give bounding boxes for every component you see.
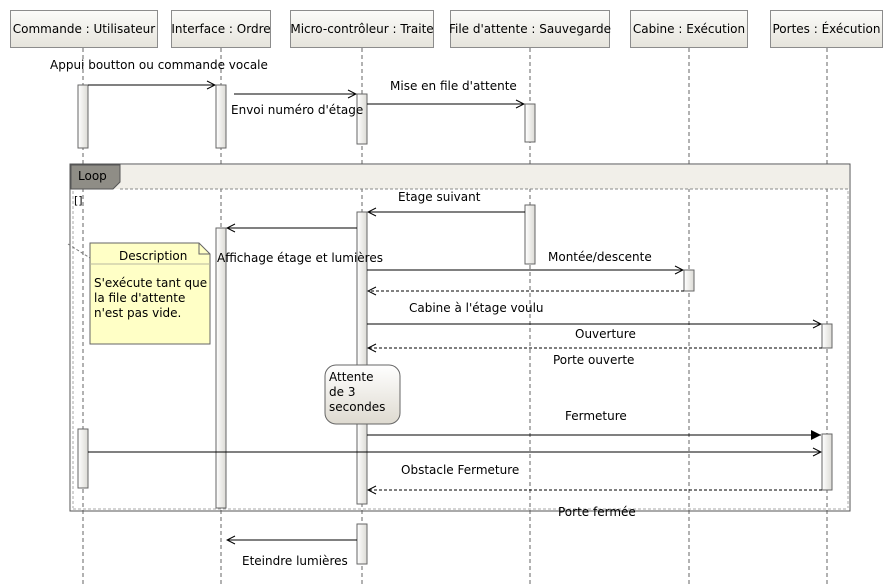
note-title: Description xyxy=(119,249,188,263)
lifeline-header-microcontroleur: Micro-contrôleur : Traite xyxy=(290,10,434,48)
msg-appui-label: Appui boutton ou commande vocale xyxy=(50,58,268,72)
msg-ouverture-label: Ouverture xyxy=(575,327,636,341)
activation-interface-1 xyxy=(215,84,227,149)
msg-fermeture-label: Fermeture xyxy=(565,409,627,423)
msg-cabine-retour-label: Cabine à l'étage voulu xyxy=(409,301,544,315)
msg-envoi-label: Envoi numéro d'étage xyxy=(231,103,364,117)
wait-action-box xyxy=(324,364,401,425)
loop-operator-label: Loop xyxy=(78,169,107,183)
activation-interface-2 xyxy=(215,227,227,509)
wait-action-line-3: secondes xyxy=(329,400,386,414)
lifeline-header-utilisateur: Commande : Utilisateur xyxy=(10,10,158,48)
activation-micro-3 xyxy=(356,523,368,565)
activation-micro-1 xyxy=(356,93,368,145)
note-shape xyxy=(89,242,211,345)
msg-obstacle-label: Obstacle Fermeture xyxy=(401,463,520,477)
msg-mise-label: Mise en file d'attente xyxy=(390,79,517,93)
msg-etage-suivant-label: Etage suivant xyxy=(398,190,481,204)
wait-action-line-1: Attente xyxy=(329,370,374,384)
note-line-1: S'exécute tant que xyxy=(94,276,208,290)
wait-action-line-2: de 3 xyxy=(329,385,356,399)
msg-porte-fermee-label: Porte fermée xyxy=(558,505,636,519)
loop-guard: [] xyxy=(74,194,83,207)
note-line-3: n'est pas vide. xyxy=(94,306,182,320)
msg-affichage-label: Affichage étage et lumières xyxy=(217,251,383,265)
note-line-2: la file d'attente xyxy=(94,291,186,305)
activation-portes-1 xyxy=(821,323,833,349)
lifeline-header-interface: Interface : Ordre xyxy=(171,10,271,48)
activation-micro-2 xyxy=(356,211,368,505)
loop-operator-tab xyxy=(70,164,121,190)
activation-utilisateur-2 xyxy=(77,428,89,489)
activation-file-2 xyxy=(524,204,536,265)
activation-portes-2 xyxy=(821,433,833,491)
activation-cabine xyxy=(683,269,695,292)
note-anchor-line xyxy=(67,243,91,259)
lifeline-header-portes: Portes : Éxécution xyxy=(770,10,883,48)
activation-utilisateur-1 xyxy=(77,84,89,149)
lifeline-header-cabine: Cabine : Exécution xyxy=(630,10,748,48)
msg-eteindre-label: Eteindre lumières xyxy=(242,554,348,568)
msg-porte-ouverte-label: Porte ouverte xyxy=(553,353,635,367)
lifeline-header-file-attente: File d'attente : Sauvegarde xyxy=(449,10,611,48)
activation-file-1 xyxy=(524,103,536,143)
msg-montee-label: Montée/descente xyxy=(548,250,652,264)
loop-header-band xyxy=(71,165,849,189)
loop-fragment xyxy=(69,163,851,512)
